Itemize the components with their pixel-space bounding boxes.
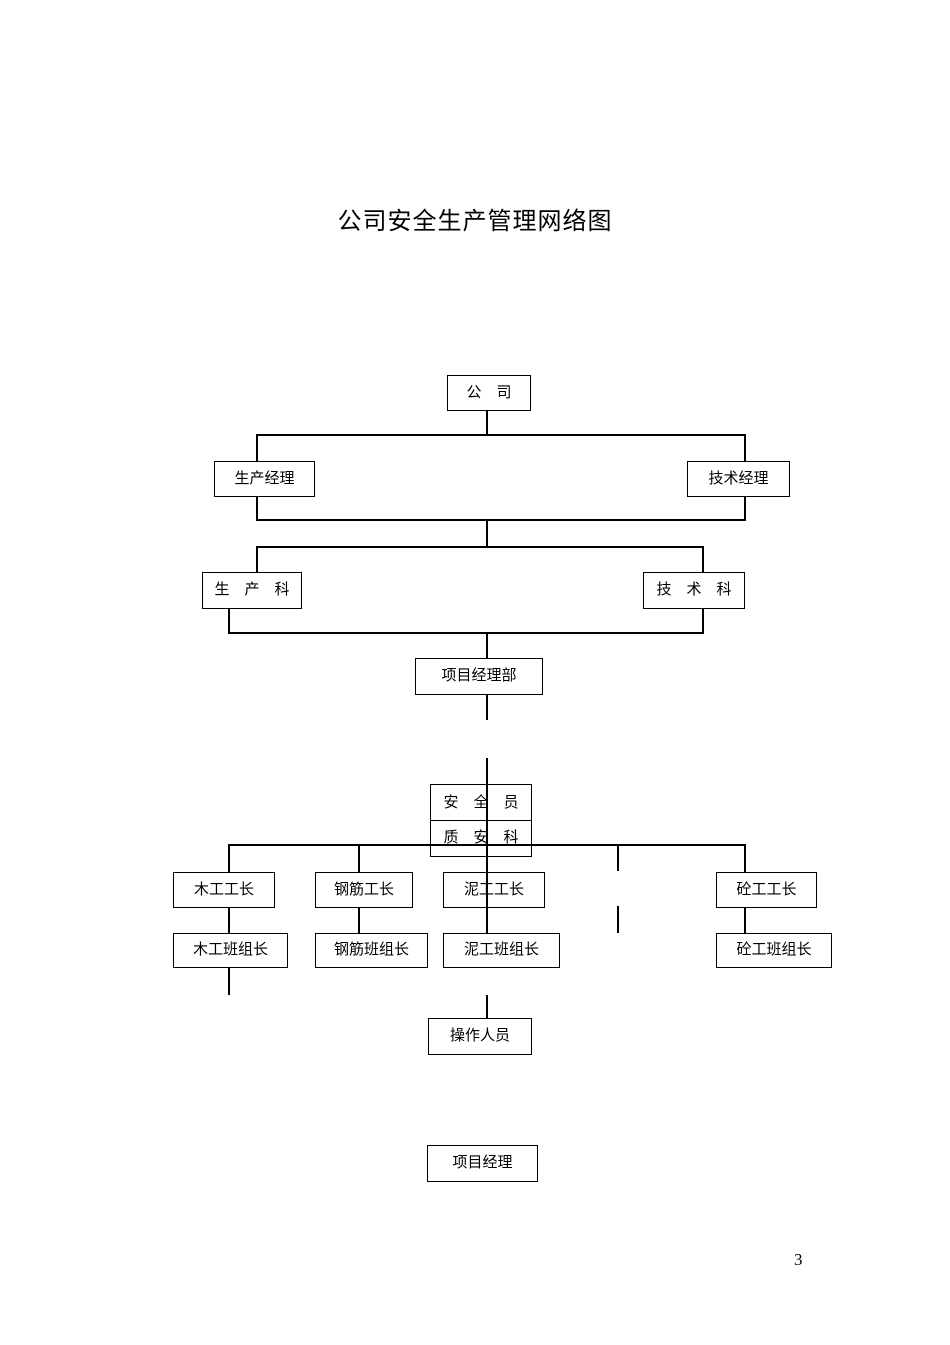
node-mason-team-leader: 泥工班组长 bbox=[443, 933, 560, 968]
connector-concrete-foreman-in bbox=[744, 844, 746, 872]
node-concrete-foreman: 砼工工长 bbox=[716, 872, 817, 908]
connector-tech-dept-in bbox=[702, 546, 704, 572]
node-company: 公 司 bbox=[447, 375, 531, 411]
node-production-dept-label: 生 产 科 bbox=[214, 582, 290, 598]
connector-project-dept-in bbox=[486, 632, 488, 658]
node-company-label: 公 司 bbox=[466, 384, 512, 401]
node-project-manager-label: 项目经理 bbox=[452, 1155, 513, 1171]
node-production-dept: 生 产 科 bbox=[202, 572, 302, 609]
connector-tech-manager-out bbox=[744, 497, 746, 521]
connector-stub-lower bbox=[617, 906, 619, 933]
connector-company-down bbox=[486, 411, 488, 435]
connector-prod-manager-in bbox=[256, 434, 258, 462]
connector-merge2-horizontal bbox=[228, 632, 704, 634]
node-technical-manager-label: 技术经理 bbox=[708, 470, 769, 487]
connector-split2-horizontal bbox=[256, 546, 704, 548]
node-mason-foreman: 泥工工长 bbox=[443, 872, 545, 908]
node-project-manager-dept: 项目经理部 bbox=[415, 658, 543, 695]
connector-prod-manager-out bbox=[256, 497, 258, 521]
node-rebar-team-leader: 钢筋班组长 bbox=[315, 933, 428, 968]
connector-rebar-foreman-out bbox=[358, 908, 360, 933]
connector-rebar-foreman-in bbox=[358, 844, 360, 872]
connector-carpentry-foreman-out bbox=[228, 908, 230, 933]
node-mason-foreman-label: 泥工工长 bbox=[463, 881, 524, 898]
node-technical-dept: 技 术 科 bbox=[643, 572, 745, 609]
node-carpentry-team-leader-label: 木工班组长 bbox=[192, 942, 268, 958]
node-rebar-foreman: 钢筋工长 bbox=[315, 872, 413, 908]
page-number: 3 bbox=[794, 1250, 803, 1269]
connector-carpentry-foreman-in bbox=[228, 844, 230, 872]
connector-project-dept-out bbox=[486, 695, 488, 720]
node-production-manager: 生产经理 bbox=[214, 461, 315, 497]
node-operators-label: 操作人员 bbox=[449, 1028, 510, 1044]
node-carpentry-foreman-label: 木工工长 bbox=[193, 881, 254, 898]
connector-foreman-horizontal bbox=[228, 844, 746, 846]
node-safety-officer-label: 安 全 员 bbox=[443, 794, 519, 811]
node-carpentry-foreman: 木工工长 bbox=[173, 872, 275, 908]
node-concrete-foreman-label: 砼工工长 bbox=[736, 881, 797, 898]
connector-merge1-down bbox=[486, 519, 488, 548]
node-operators: 操作人员 bbox=[428, 1018, 532, 1055]
connector-prod-dept-out bbox=[228, 609, 230, 634]
node-production-manager-label: 生产经理 bbox=[234, 470, 295, 487]
node-mason-team-leader-label: 泥工班组长 bbox=[463, 942, 539, 958]
connector-tech-dept-out bbox=[702, 609, 704, 634]
node-concrete-team-leader: 砼工班组长 bbox=[716, 933, 832, 968]
diagram-title: 公司安全生产管理网络图 bbox=[337, 209, 613, 235]
node-carpentry-team-leader: 木工班组长 bbox=[173, 933, 288, 968]
node-project-manager: 项目经理 bbox=[427, 1145, 538, 1182]
connector-concrete-foreman-out bbox=[744, 908, 746, 933]
node-quality-safety-dept: 质 安 科 bbox=[430, 820, 532, 857]
node-concrete-team-leader-label: 砼工班组长 bbox=[736, 942, 812, 958]
node-quality-safety-dept-label: 质 安 科 bbox=[443, 830, 519, 846]
node-technical-manager: 技术经理 bbox=[687, 461, 790, 497]
node-safety-officer: 安 全 员 bbox=[430, 784, 532, 822]
connector-prod-dept-in bbox=[256, 546, 258, 572]
connector-tech-manager-in bbox=[744, 434, 746, 462]
connector-split1-horizontal bbox=[257, 434, 746, 436]
connector-operators-in bbox=[486, 995, 488, 1018]
connector-merge1-horizontal bbox=[257, 519, 746, 521]
connector-stub-upper bbox=[617, 846, 619, 871]
node-project-manager-dept-label: 项目经理部 bbox=[441, 668, 517, 684]
node-rebar-team-leader-label: 钢筋班组长 bbox=[333, 942, 409, 958]
connector-carpentry-leader-out bbox=[228, 968, 230, 995]
node-rebar-foreman-label: 钢筋工长 bbox=[333, 881, 394, 898]
node-technical-dept-label: 技 术 科 bbox=[656, 582, 732, 598]
